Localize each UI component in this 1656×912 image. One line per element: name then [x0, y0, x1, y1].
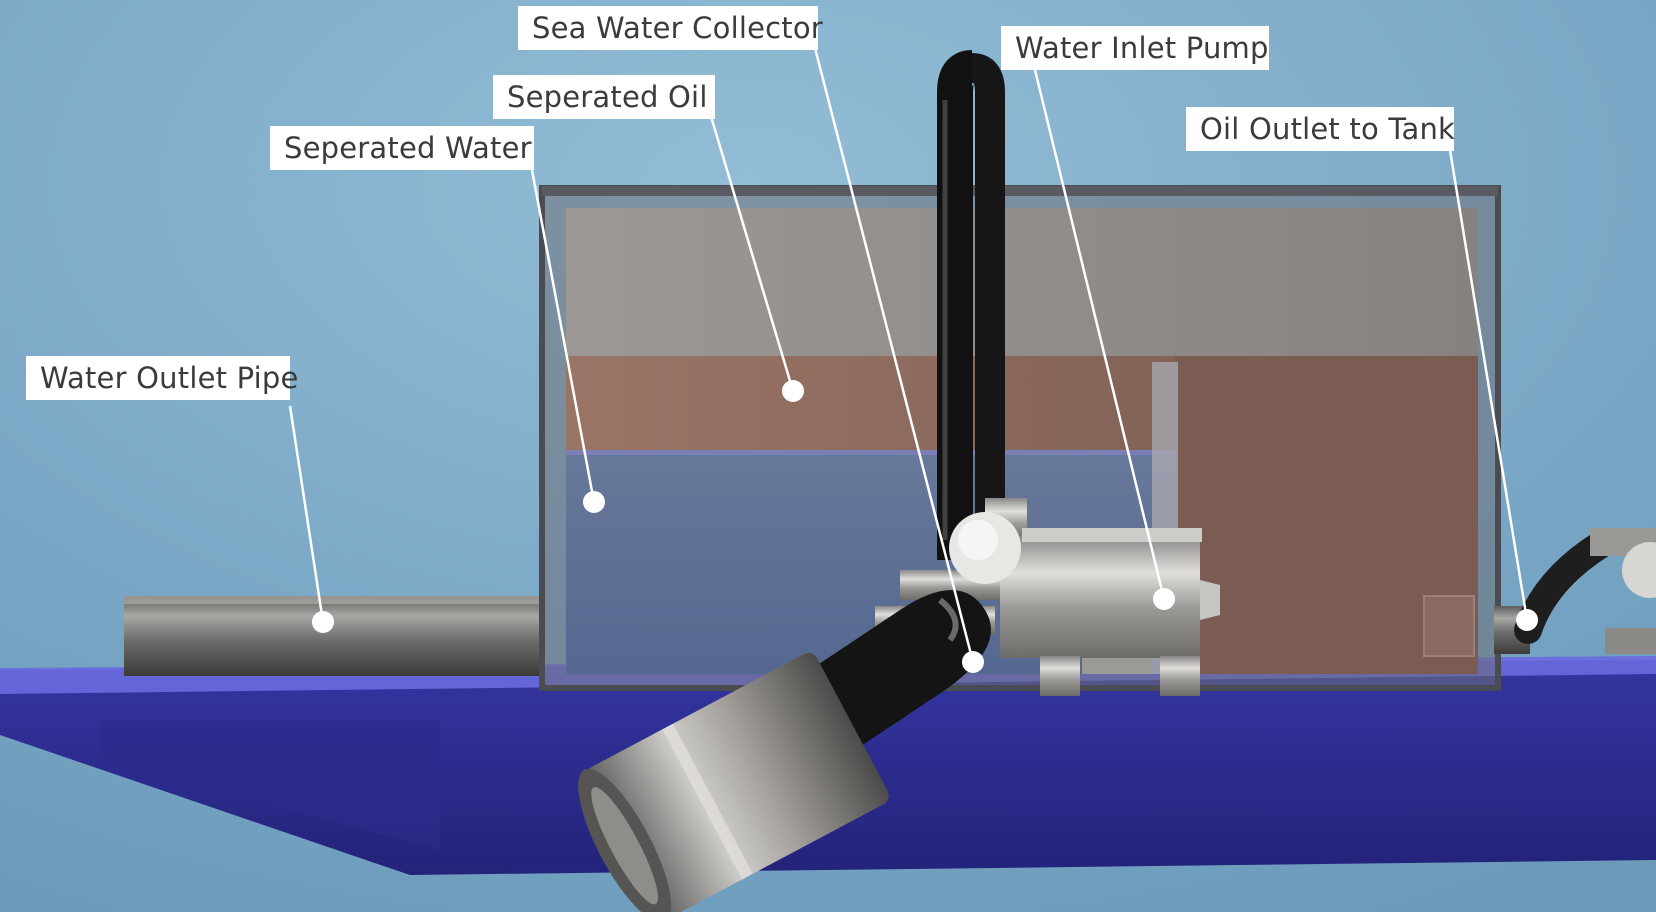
label-water-outlet-pipe: Water Outlet Pipe	[26, 356, 298, 400]
label-sea-water-collector: Sea Water Collector	[518, 6, 823, 50]
marker-seperated-oil-icon	[782, 380, 804, 402]
label-text: Water Inlet Pump	[1015, 31, 1269, 65]
label-seperated-water: Seperated Water	[270, 126, 534, 170]
label-text: Water Outlet Pipe	[40, 361, 299, 395]
collector-cup	[586, 653, 889, 912]
label-text: Seperated Oil	[507, 80, 708, 114]
inlet-hose	[937, 50, 1005, 560]
label-text: Sea Water Collector	[532, 11, 823, 45]
label-oil-outlet-to-tank: Oil Outlet to Tank	[1186, 107, 1456, 151]
leader-lines	[288, 47, 1529, 663]
marker-sea-water-collector-icon	[962, 651, 984, 673]
markers	[312, 380, 1538, 673]
leader-seperated-water	[530, 169, 596, 503]
label-text: Seperated Water	[284, 131, 532, 165]
water-outlet-pipe	[124, 596, 544, 676]
leader-water-inlet-pump	[1033, 69, 1166, 600]
leader-oil-outlet-to-tank	[1448, 149, 1529, 621]
sea-water-collector	[578, 590, 991, 912]
marker-oil-outlet-to-tank-icon	[1516, 609, 1538, 631]
label-water-inlet-pump: Water Inlet Pump	[1001, 26, 1269, 70]
marker-water-outlet-pipe-icon	[312, 611, 334, 633]
marker-seperated-water-icon	[583, 491, 605, 513]
marker-water-inlet-pump-icon	[1153, 588, 1175, 610]
leader-water-outlet-pipe	[288, 405, 325, 623]
leader-seperated-oil	[708, 112, 795, 392]
label-text: Oil Outlet to Tank	[1200, 112, 1456, 146]
label-seperated-oil: Seperated Oil	[493, 75, 715, 119]
leader-sea-water-collector	[813, 47, 975, 663]
